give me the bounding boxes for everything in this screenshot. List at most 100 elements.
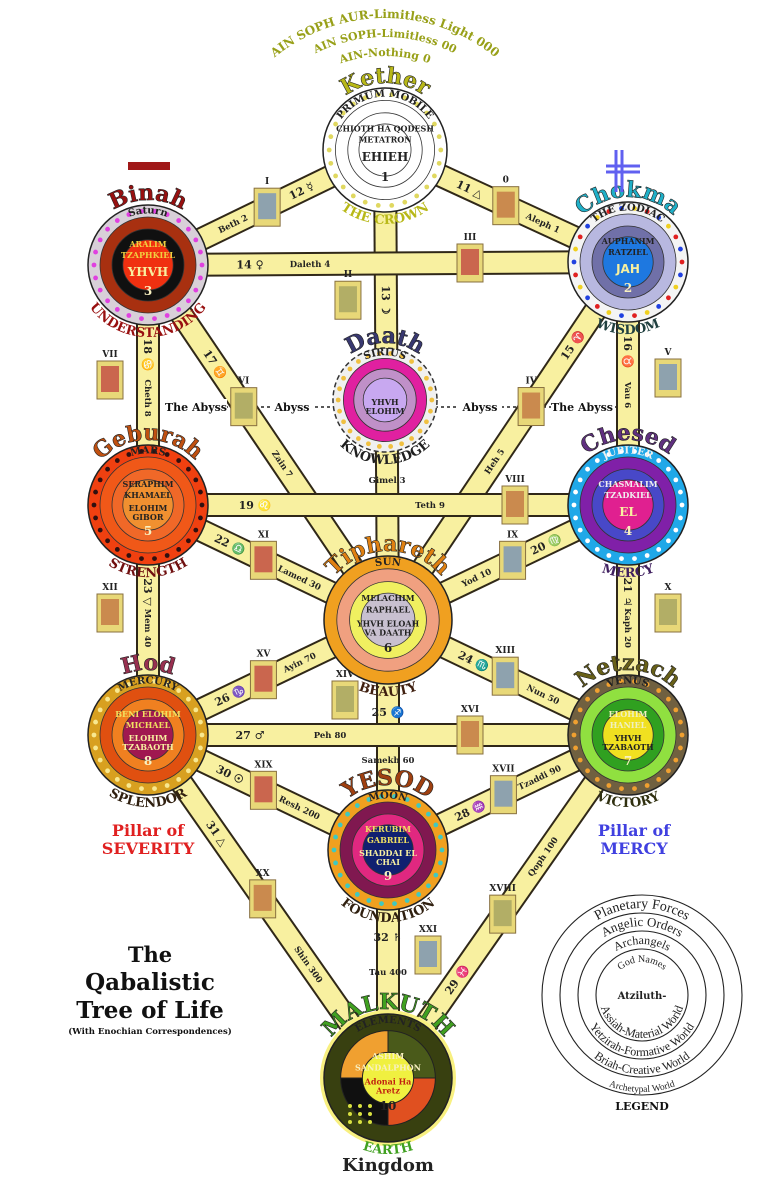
sephirah-dot: [356, 359, 361, 364]
path-letter-name: Vau: [622, 381, 632, 402]
sephirah-dot: [337, 408, 342, 414]
path-fill: [147, 252, 629, 275]
sephirah-dot: [414, 193, 420, 199]
sephirah-malkuth: MALKUTHELEMENTSEARTHASHIMSANDALPHONAdona…: [317, 989, 460, 1176]
path-fill: [379, 256, 637, 626]
sephirah-title: EARTH: [361, 1139, 415, 1158]
sephirah-dot: [388, 444, 394, 449]
sephirah-angelic-order: CHIOTH HA QODESH: [336, 123, 434, 133]
tarot-card-XVII: XVII: [489, 765, 517, 815]
sephirah-dot: [345, 883, 350, 889]
sephirah-dot: [193, 477, 199, 483]
sephirah-angelic-order: ASHIM: [371, 1051, 404, 1061]
tarot-numeral: IX: [507, 530, 518, 540]
sephirah-angelic-order: MELACHIM: [361, 593, 414, 603]
path-letter-name: Samekh: [362, 756, 403, 766]
sephirah-dot: [666, 768, 671, 774]
sephirah-dot: [409, 359, 414, 364]
sephirah-dot: [571, 502, 577, 508]
sephirah-dot: [126, 313, 132, 318]
sephirah-dot: [606, 682, 612, 687]
earth-dot: [358, 1120, 362, 1124]
sephirah-archangel: TZADKIEL: [604, 490, 652, 500]
path-number-symbol: 23 ▽: [141, 578, 154, 606]
sephirah-god-name: ELOHIM: [366, 406, 405, 416]
sephirah-dot: [428, 408, 433, 414]
tarot-card-II: II: [334, 270, 362, 320]
sephirah-dot: [666, 696, 671, 702]
tarot-card-VII: VII: [96, 350, 124, 400]
path-hebrew-letter: Tau 400: [369, 968, 407, 978]
path-number-symbol: 21 ♃: [621, 578, 634, 607]
sephirah-dot: [152, 208, 157, 214]
sephirah-dot: [198, 719, 203, 725]
earth-dot: [358, 1104, 362, 1108]
sephirah-dot: [164, 452, 170, 457]
sephirah-dot: [376, 351, 382, 356]
tarot-numeral: VI: [237, 377, 249, 387]
earth-dot: [368, 1120, 372, 1124]
tarot-card-V: V: [654, 348, 682, 398]
legend-top-label: God Names: [615, 954, 668, 973]
sephirah-dot: [594, 458, 600, 463]
sephirah-dot: [333, 860, 338, 866]
sephirah-god-name: GIBOR: [132, 512, 163, 522]
path-letter-name: Cheth: [142, 379, 152, 410]
sephirah-dot: [114, 218, 120, 223]
abyss-label: The Abyss: [165, 401, 227, 414]
path-number-symbol: 16 ♉: [621, 336, 634, 369]
sephirah-dot: [198, 489, 203, 495]
sephirah-dot: [139, 556, 144, 562]
sephirah-dot: [673, 757, 679, 763]
sephirah-center: [362, 377, 408, 423]
sephirah-dot: [93, 489, 98, 495]
path-letter-value: 6: [622, 402, 632, 408]
abyss-label: Abyss: [461, 401, 497, 414]
tarot-card-image: [496, 191, 515, 218]
tarot-card-image: [419, 941, 437, 967]
sephirah-dot: [585, 768, 590, 774]
tarot-numeral: XX: [256, 869, 270, 879]
path-hebrew-letter: Kaph 20: [622, 608, 632, 648]
sephirah-dot: [416, 892, 422, 897]
sephirah-dot: [577, 234, 583, 240]
sephirah-dot: [198, 515, 203, 521]
path-15: [378, 255, 638, 627]
sephirah-dot: [379, 793, 384, 799]
title-line3: Tree of Life: [76, 997, 224, 1024]
sephirah-archangel: RATZIEL: [608, 247, 648, 257]
sephirah-planet: Saturn: [127, 205, 170, 220]
abyss-label-bg: [165, 399, 227, 413]
sephirah-dot: [619, 678, 624, 684]
sephirah-number: 10: [380, 1099, 397, 1113]
sephirah-dot: [126, 682, 132, 687]
path-letter-name: Gimel: [369, 476, 400, 486]
sephirah-archangel: KHAMAEL: [124, 490, 172, 500]
path-letter-value: 40: [142, 635, 152, 647]
sephirah-angelic-order: ELOHIM: [609, 709, 648, 719]
sephirah-dot: [594, 688, 600, 693]
sephirah-dot: [91, 502, 97, 508]
ain-soph-arc-3: AIN-Nothing 0: [337, 46, 433, 67]
path-hebrew-letter: Daleth 4: [290, 260, 331, 270]
sephirah-dot: [176, 777, 182, 782]
tarot-card-image: [253, 884, 272, 911]
sephirah-dot: [644, 209, 650, 214]
sephirah-dot: [673, 284, 679, 290]
sephirah-dot: [404, 898, 410, 903]
sephirah-dot: [439, 847, 445, 853]
sephirah-god-name: EL: [619, 505, 637, 519]
sephirah-dot: [644, 452, 650, 457]
path-letter-value: 2: [240, 213, 250, 225]
sephirah-dot: [673, 234, 679, 240]
sephirah-dot: [354, 803, 360, 808]
tarot-card-XIII: XIII: [491, 646, 519, 696]
tarot-numeral: XIV: [336, 670, 355, 680]
sephirah-dot: [678, 272, 683, 278]
sephirah-title: MERCY: [600, 561, 657, 581]
sephirah-dot: [426, 883, 431, 889]
sephirah-number: 4: [624, 524, 632, 538]
sephirah-dot: [126, 212, 132, 217]
sephirah-dot: [126, 783, 132, 788]
tarot-card-image: [493, 900, 512, 927]
